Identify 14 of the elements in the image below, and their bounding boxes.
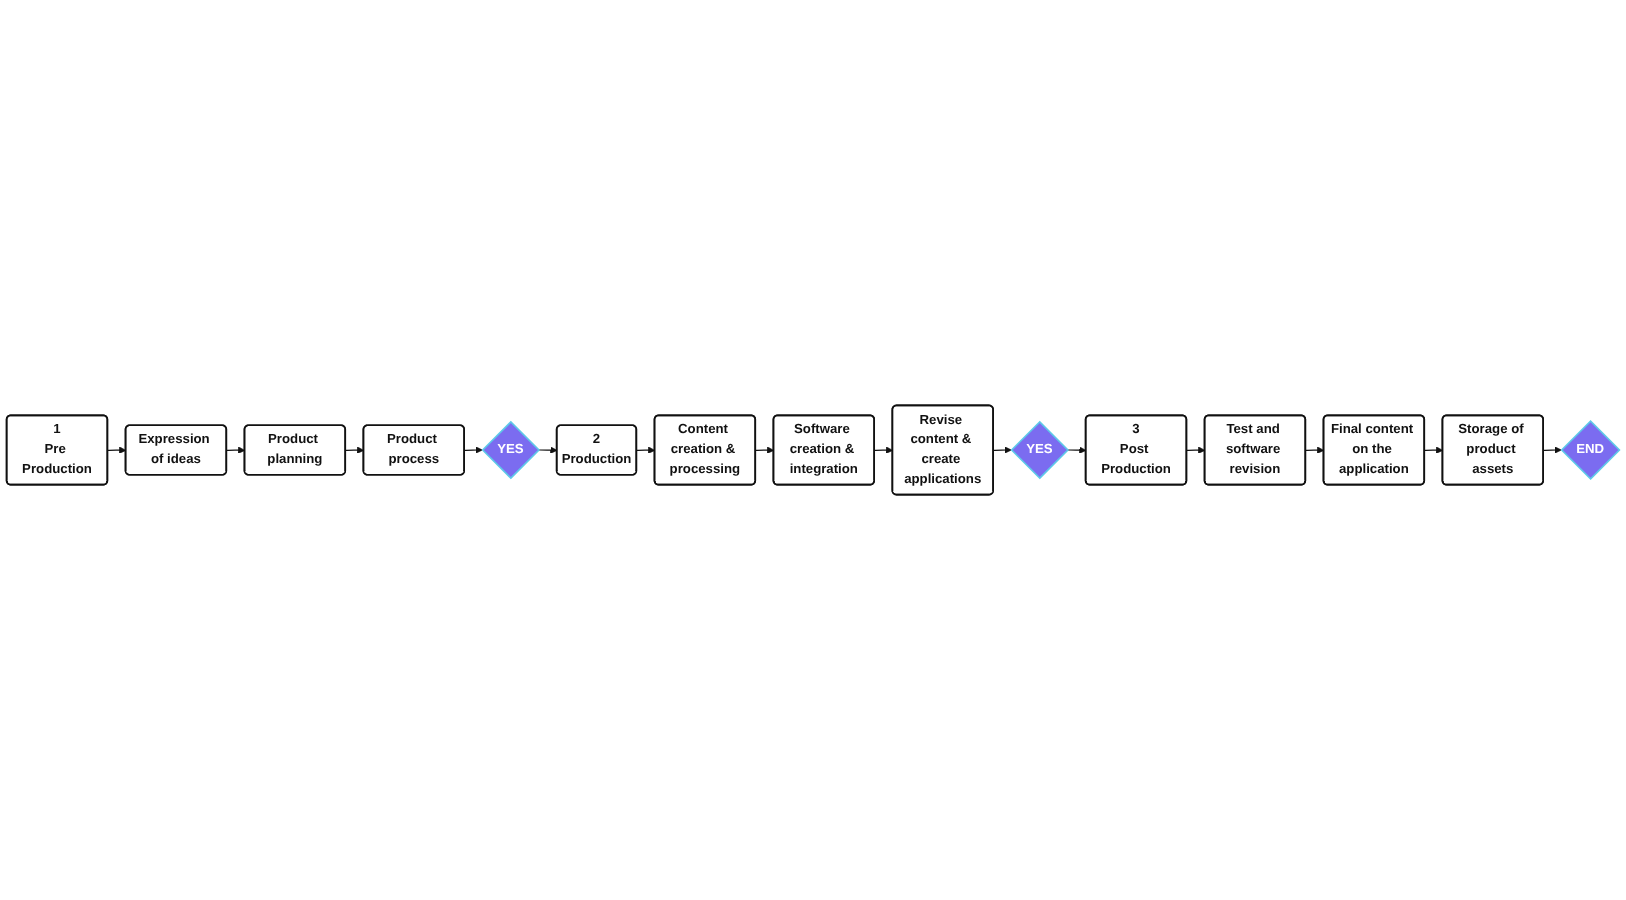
arrow (1542, 446, 1562, 454)
arrow (537, 446, 558, 454)
arrow (1305, 446, 1325, 454)
arrow (873, 446, 894, 454)
arrow (1186, 446, 1206, 454)
arrow (992, 446, 1012, 454)
arrow (107, 446, 127, 454)
arrow (755, 446, 775, 454)
arrow (1066, 446, 1087, 454)
arrow (636, 446, 656, 454)
arrow (226, 446, 246, 454)
arrow (1424, 446, 1444, 454)
arrow (345, 446, 365, 454)
arrow (463, 446, 483, 454)
